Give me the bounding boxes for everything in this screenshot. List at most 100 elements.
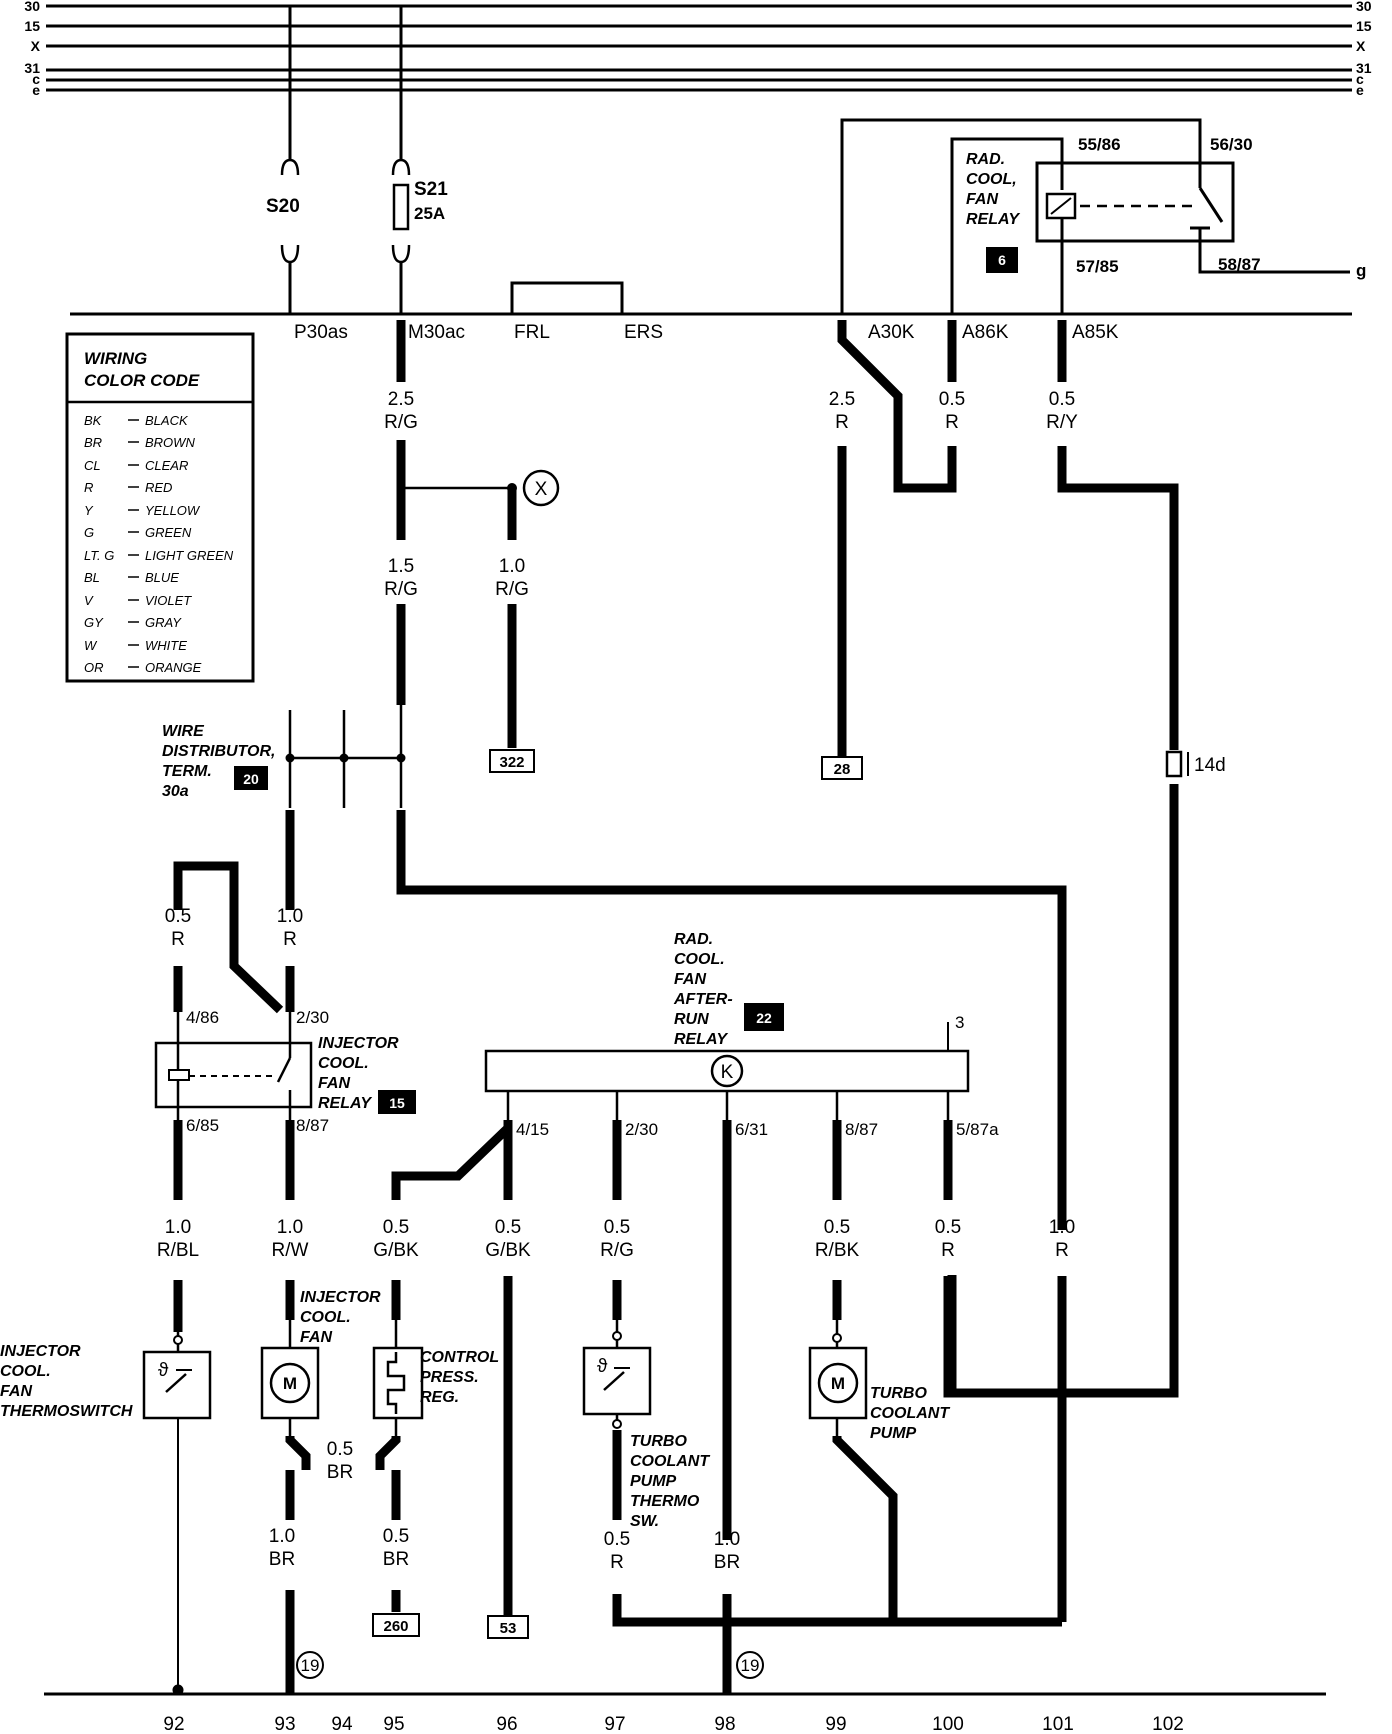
injector-fan-motor-symbol: M bbox=[283, 1374, 297, 1393]
wire-to-dist-gauge: 1.5 bbox=[388, 556, 414, 577]
relay-15-label-line1: INJECTOR bbox=[318, 1035, 399, 1052]
relay-22-label-line4: AFTER- bbox=[673, 991, 733, 1008]
rail-x-right-label: X bbox=[1356, 38, 1366, 54]
ref-box-28-frame bbox=[821, 756, 863, 780]
wire-92-color: R/BL bbox=[157, 1240, 199, 1261]
wire-relay15-86-gauge: 0.5 bbox=[165, 906, 191, 927]
connector-m30ac: M30ac bbox=[408, 322, 465, 343]
relay-6-label-line1: RAD. bbox=[966, 151, 1005, 168]
relay-22-label-line6: RELAY bbox=[674, 1031, 728, 1048]
column-number: 94 bbox=[331, 1714, 353, 1734]
relay-15-badge-bg bbox=[378, 1090, 416, 1114]
inj-fan-label-line2: COOL. bbox=[300, 1309, 351, 1326]
ctrl-press-label-line1: CONTROL bbox=[420, 1349, 499, 1366]
turbo-thermo-label-line4: THERMO bbox=[630, 1493, 700, 1510]
ground-ref-19-left: 19 bbox=[301, 1656, 320, 1675]
ref-box-53-frame bbox=[487, 1615, 529, 1639]
legend-code-br: BR bbox=[84, 435, 102, 450]
wire-distributor-line3: TERM. bbox=[162, 763, 212, 780]
relay-6-label-line4: RELAY bbox=[966, 211, 1020, 228]
wire-m30ac-gauge: 2.5 bbox=[388, 389, 414, 410]
relay-6-badge: 6 bbox=[998, 252, 1006, 268]
ctrl-press-label-line2: PRESS. bbox=[420, 1369, 479, 1386]
lower-wires bbox=[173, 1120, 1067, 1624]
legend-code-g: G bbox=[84, 525, 94, 540]
wire-101-color: R bbox=[1055, 1240, 1069, 1261]
legend-code-gy: GY bbox=[84, 615, 104, 630]
legend-name-w: WHITE bbox=[145, 638, 187, 653]
wire-to-322-color: R/G bbox=[495, 579, 529, 600]
connector-x-circle bbox=[522, 469, 560, 507]
legend-name-or: ORANGE bbox=[145, 660, 202, 675]
relay-6-label-line3: FAN bbox=[966, 191, 998, 208]
legend-name-y: YELLOW bbox=[145, 503, 201, 518]
legend-code-bk: BK bbox=[84, 413, 103, 428]
legend-code-r: R bbox=[84, 480, 93, 495]
wire-96-color: G/BK bbox=[485, 1240, 531, 1261]
rail-e-left-label: e bbox=[32, 82, 40, 98]
wire-fan-gnd-color: BR bbox=[327, 1462, 353, 1483]
terminal-14d-symbol bbox=[1165, 750, 1183, 778]
wire-relay15-30-color: R bbox=[283, 929, 297, 950]
turbo-pump-label-line3: PUMP bbox=[870, 1425, 917, 1442]
legend-name-br: BROWN bbox=[145, 435, 195, 450]
relay-6-label-line2: COOL, bbox=[966, 171, 1017, 188]
ref-box-260: 260 bbox=[383, 1618, 408, 1635]
legend-code-ltg: LT. G bbox=[84, 548, 114, 563]
turbo-thermo-label-line3: PUMP bbox=[630, 1473, 677, 1490]
rail-31-right-label: 31 bbox=[1356, 60, 1372, 76]
wire-distributor-line4: 30a bbox=[162, 783, 189, 800]
wire-99-gauge: 0.5 bbox=[824, 1217, 850, 1238]
rail-15-left-label: 15 bbox=[24, 18, 40, 34]
relay-22-after-run bbox=[484, 1022, 970, 1120]
ground-ref-19-right-circle bbox=[736, 1651, 764, 1679]
relay-15-pin-2-30: 2/30 bbox=[296, 1008, 329, 1027]
connector-x-label: X bbox=[535, 479, 548, 500]
wire-a86k-gauge: 0.5 bbox=[939, 389, 965, 410]
fuse-s20-label: S20 bbox=[266, 196, 300, 217]
wire-92-gauge: 1.0 bbox=[165, 1217, 191, 1238]
relay-6-rad-cool-fan bbox=[840, 118, 1350, 314]
column-number: 102 bbox=[1152, 1714, 1184, 1734]
wire-97-gauge: 0.5 bbox=[604, 1217, 630, 1238]
relay-22-badge: 22 bbox=[756, 1010, 772, 1026]
wire-fan-gnd-gauge: 0.5 bbox=[327, 1439, 353, 1460]
rail-15-right-label: 15 bbox=[1356, 18, 1372, 34]
wire-a85k-color: R/Y bbox=[1046, 412, 1078, 433]
wire-96-gauge: 0.5 bbox=[495, 1217, 521, 1238]
wire-97-color: R/G bbox=[600, 1240, 634, 1261]
ground-ref-19-left-circle bbox=[296, 1651, 324, 1679]
relay-6-output-g: g bbox=[1356, 261, 1366, 280]
relay-6-pin-55-86: 55/86 bbox=[1078, 135, 1121, 154]
wire-distributor-20 bbox=[285, 705, 406, 808]
column-number: 92 bbox=[163, 1714, 184, 1734]
legend-code-cl: CL bbox=[84, 458, 101, 473]
wire-93-gauge: 1.0 bbox=[277, 1217, 303, 1238]
wire-a86k-color: R bbox=[945, 412, 959, 433]
inj-fan-label-line1: INJECTOR bbox=[300, 1289, 381, 1306]
connector-a85k: A85K bbox=[1072, 322, 1119, 343]
relay-22-label-line3: FAN bbox=[674, 971, 706, 988]
frl-ers-jumper bbox=[510, 281, 624, 314]
fuse-s21-label: S21 bbox=[414, 179, 448, 200]
wire-a85k-gauge: 0.5 bbox=[1049, 389, 1075, 410]
wire-a30k-gauge: 2.5 bbox=[829, 389, 855, 410]
thermoswitch-injector-symbol: ϑ bbox=[158, 1360, 169, 1381]
relay-15-badge: 15 bbox=[389, 1095, 405, 1111]
relay-15-label-line3: FAN bbox=[318, 1075, 350, 1092]
legend-title-line2: COLOR CODE bbox=[84, 371, 200, 390]
relay-15-label-line4: RELAY bbox=[318, 1095, 372, 1112]
wire-100-gauge: 0.5 bbox=[935, 1217, 961, 1238]
thermoswitch-injector bbox=[142, 1332, 212, 1696]
legend-name-v: VIOLET bbox=[145, 593, 192, 608]
column-number: 95 bbox=[383, 1714, 404, 1734]
splice-dot bbox=[507, 483, 517, 493]
column-number: 96 bbox=[496, 1714, 517, 1734]
legend-title-line1: WIRING bbox=[84, 349, 147, 368]
legend-name-g: GREEN bbox=[145, 525, 192, 540]
thermoswitch-label-line4: THERMOSWITCH bbox=[0, 1403, 133, 1420]
column-numbers: 92 93 94 95 96 97 98 99 100 101 102 bbox=[163, 1714, 1183, 1734]
relay-15-pin-4-86: 4/86 bbox=[186, 1008, 219, 1027]
legend-code-bl: BL bbox=[84, 570, 100, 585]
